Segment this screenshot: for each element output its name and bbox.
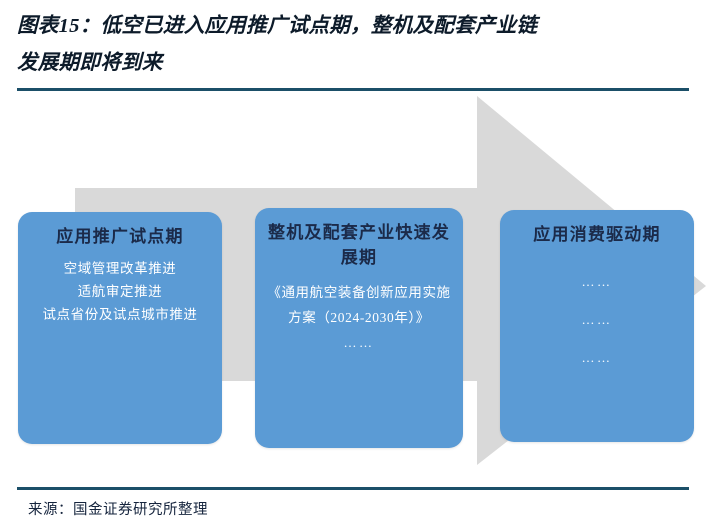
process-diagram: 应用推广试点期 空域管理改革推进 适航审定推进 试点省份及试点城市推进 整机及配… (0, 90, 723, 480)
stage-body: …… …… …… (508, 263, 686, 377)
stage-detail-line: 试点省份及试点城市推进 (42, 307, 198, 322)
stage-detail-line: 空域管理改革推进 (63, 261, 177, 276)
stage-title: 应用推广试点期 (56, 227, 184, 246)
stage-body: 空域管理改革推进 适航审定推进 试点省份及试点城市推进 (26, 257, 214, 326)
stage-title: 整机及配套产业快速发展期 (268, 223, 450, 267)
stage-detail-ellipsis: …… (581, 312, 613, 327)
stage-detail-line: 适航审定推进 (77, 284, 163, 299)
stage-detail-line: 《通用航空装备创新应用实施方案（2024-2030年）》 (267, 285, 451, 325)
footer-divider-rule (17, 487, 689, 490)
stage-card-industry[interactable]: 整机及配套产业快速发展期 《通用航空装备创新应用实施方案（2024-2030年）… (255, 208, 463, 448)
figure-header: 图表15：低空已进入应用推广试点期，整机及配套产业链 发展期即将到来 (17, 8, 689, 82)
figure-title-line-2: 发展期即将到来 (17, 52, 163, 74)
figure-title-line-1: 图表15：低空已进入应用推广试点期，整机及配套产业链 (17, 15, 538, 37)
stage-detail-ellipsis: …… (581, 350, 613, 365)
stage-body: 《通用航空装备创新应用实施方案（2024-2030年）》 …… (263, 280, 455, 355)
stage-card-pilot[interactable]: 应用推广试点期 空域管理改革推进 适航审定推进 试点省份及试点城市推进 (18, 212, 222, 444)
stage-detail-ellipsis: …… (581, 274, 613, 289)
stage-title: 应用消费驱动期 (533, 225, 661, 244)
header-divider-rule (17, 88, 689, 91)
source-note: 来源：国金证券研究所整理 (28, 502, 208, 518)
stage-detail-ellipsis: …… (343, 335, 375, 350)
stage-card-consumption[interactable]: 应用消费驱动期 …… …… …… (500, 210, 694, 442)
